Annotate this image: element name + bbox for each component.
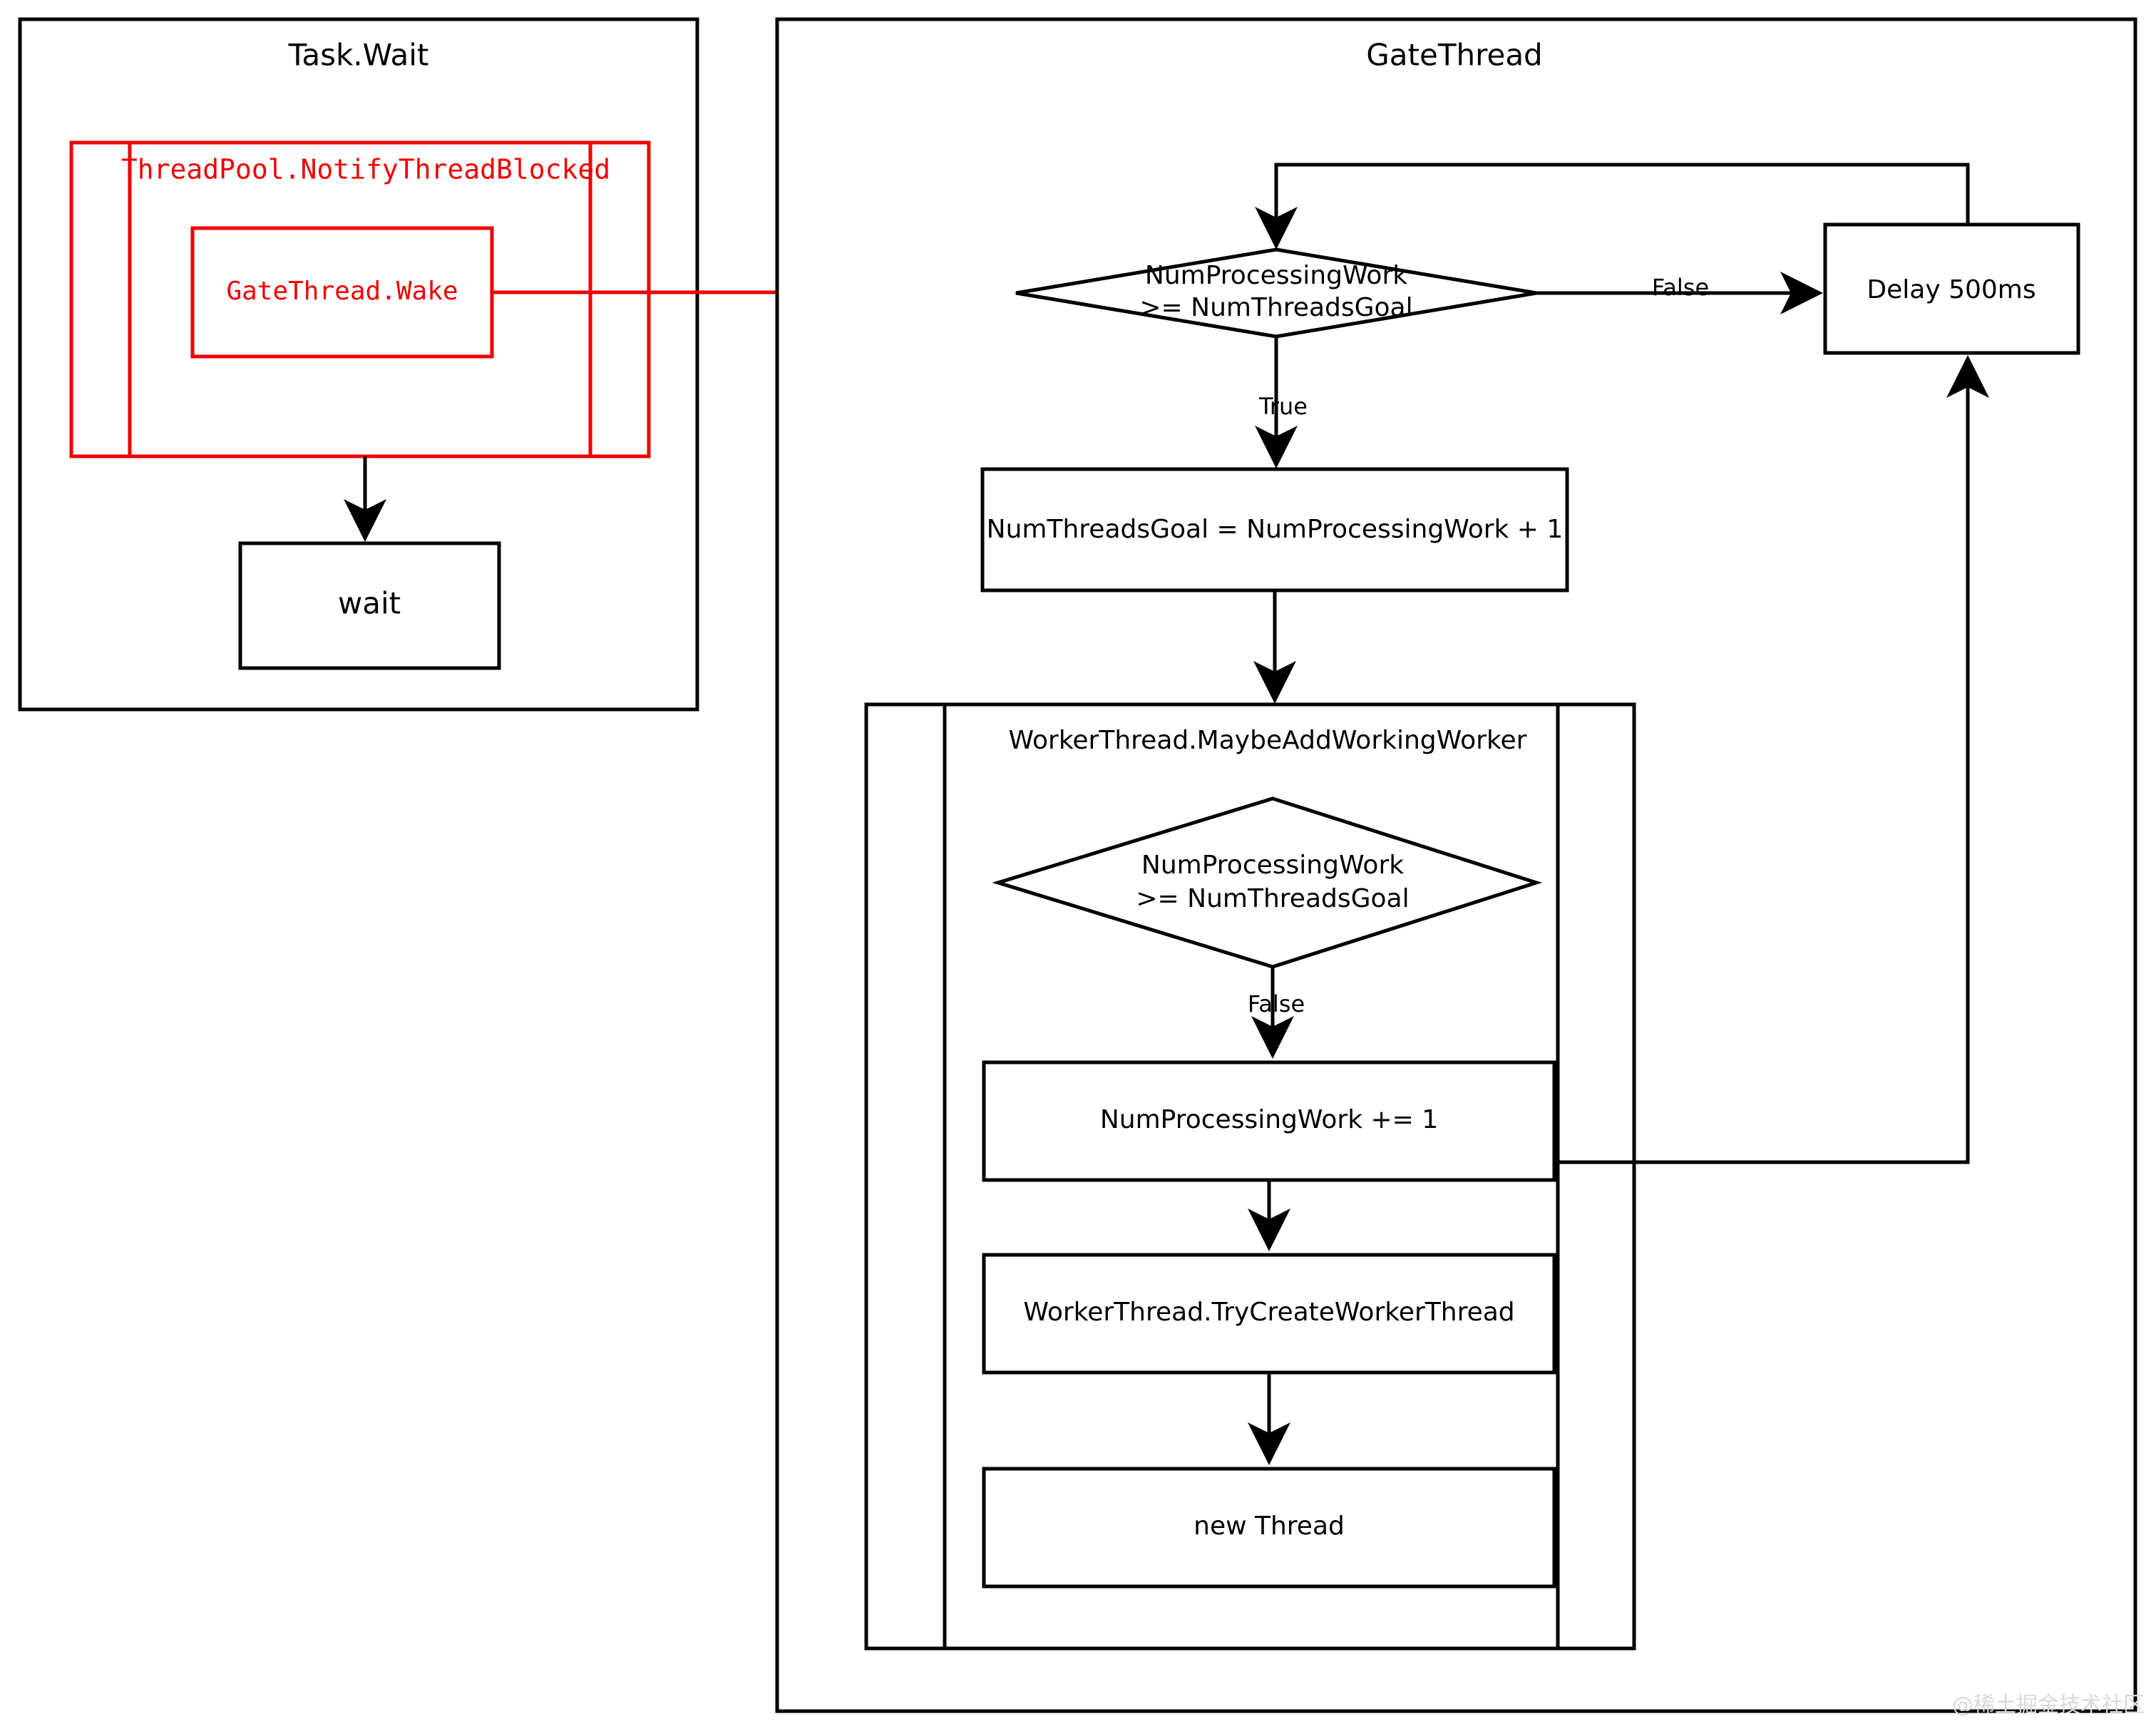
new-thread-box <box>982 1467 1556 1589</box>
maybeadd-decision-line1: NumProcessingWork <box>1141 851 1404 880</box>
wait-label: wait <box>338 586 401 621</box>
maybeadd-decision-line2: >= NumThreadsGoal <box>1136 884 1409 913</box>
notify-thread-blocked-frame <box>69 140 651 458</box>
assign-threadsgoal-label: NumThreadsGoal = NumProcessingWork + 1 <box>987 515 1564 544</box>
gatethread-panel-title: GateThread <box>1366 38 1542 73</box>
gatethread-decision-line1: NumProcessingWork <box>1145 261 1407 290</box>
new-thread-label: new Thread <box>1194 1512 1345 1541</box>
gatethread-wake-label: GateThread.Wake <box>226 277 458 306</box>
increment-processingwork-label: NumProcessingWork += 1 <box>1100 1105 1438 1134</box>
watermark: @稀土掘金技术社区 <box>1952 1693 2145 1718</box>
try-create-workerthread-label: WorkerThread.TryCreateWorkerThread <box>1023 1298 1514 1327</box>
delay-label: Delay 500ms <box>1867 275 2036 304</box>
maybeadd-container-label: WorkerThread.MaybeAddWorkingWorker <box>1009 726 1527 755</box>
edge-delay-loopback-to-decision <box>1255 163 1970 250</box>
delay-box <box>1823 222 2080 355</box>
notify-thread-blocked-label: ThreadPool.NotifyThreadBlocked <box>121 154 610 185</box>
edge-label-false-top: False <box>1652 274 1709 301</box>
gatethread-decision-line2: >= NumThreadsGoal <box>1139 293 1412 322</box>
edge-increment-loopback-to-delay <box>1554 355 1989 1164</box>
increment-processingwork-box <box>982 1060 1556 1182</box>
task-wait-panel-title: Task.Wait <box>288 38 429 73</box>
edge-label-false-inner: False <box>1248 990 1305 1017</box>
edge-label-true: True <box>1258 393 1308 420</box>
assign-threadsgoal-box <box>980 467 1569 592</box>
wait-box <box>238 541 501 670</box>
try-create-workerthread-box <box>982 1253 1556 1375</box>
